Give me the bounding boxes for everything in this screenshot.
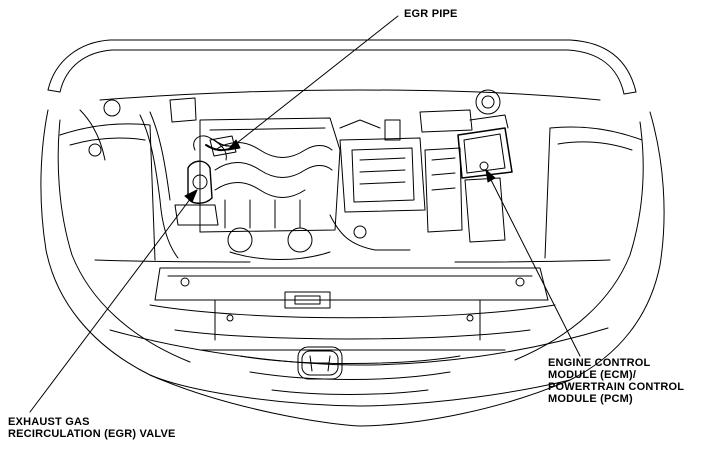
engine-block	[199, 117, 341, 260]
ecm-arrow	[485, 169, 496, 183]
front-bumper-panel	[149, 267, 556, 351]
egr-pipe-leader	[227, 15, 399, 151]
egr-pipe-arrow	[227, 139, 241, 151]
engine-bay-edge	[94, 89, 611, 263]
left-hoses	[79, 97, 197, 259]
egr-pipe-label-text: EGR PIPE	[404, 8, 458, 20]
ecm-pcm-label-line-4: MODULE (PCM)	[548, 393, 633, 405]
egr-valve-arrow	[184, 189, 198, 203]
ecm-pcm-label: ENGINE CONTROL MODULE (ECM)/ POWERTRAIN …	[548, 357, 684, 405]
egr-valve-label: EXHAUST GAS RECIRCULATION (EGR) VALVE	[8, 416, 176, 440]
leader-lines	[29, 15, 581, 413]
fenders	[59, 123, 643, 261]
ecm-pcm-label-line-2: MODULE (ECM)/	[548, 369, 637, 381]
egr-valve-leader	[29, 189, 198, 413]
egr-valve-label-line-1: EXHAUST GAS	[8, 416, 90, 428]
egr-pipe-label: EGR PIPE	[404, 8, 458, 20]
emblem-icon	[297, 346, 343, 380]
intake-assembly	[329, 119, 426, 251]
right-components	[419, 89, 506, 243]
ecm-pcm-label-line-1: ENGINE CONTROL	[548, 357, 651, 369]
open-hood	[47, 39, 637, 95]
ecm-leader	[485, 169, 581, 357]
egr-valve-label-line-2: RECIRCULATION (EGR) VALVE	[8, 428, 176, 440]
radiator-support	[180, 277, 525, 322]
ecm-pcm-label-line-3: POWERTRAIN CONTROL	[548, 381, 685, 393]
ecm-module-box	[457, 114, 513, 179]
grille	[239, 355, 461, 395]
car-front-body	[40, 109, 665, 427]
